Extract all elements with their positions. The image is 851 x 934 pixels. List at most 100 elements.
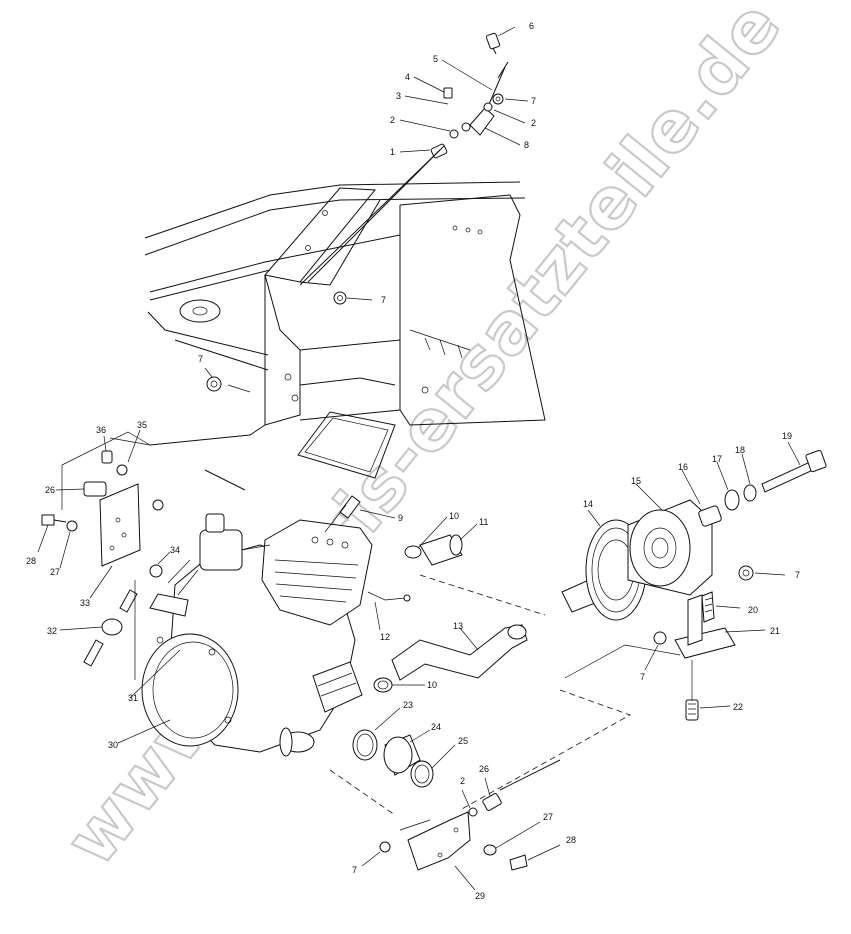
callout-12: 12 bbox=[380, 632, 390, 642]
callout-26: 26 bbox=[45, 485, 55, 495]
watermark: www.polaris-ersatzteile.de bbox=[48, 0, 798, 882]
callout-29: 29 bbox=[475, 891, 485, 901]
duct-13 bbox=[391, 624, 528, 681]
nut-7-left bbox=[206, 376, 222, 392]
nut-35 bbox=[152, 499, 164, 511]
callout-16: 16 bbox=[678, 462, 688, 472]
clutch-assembly bbox=[561, 441, 827, 621]
spacer-16 bbox=[698, 505, 722, 527]
wire-12 bbox=[367, 591, 406, 601]
bracket-29 bbox=[407, 811, 471, 871]
callout-7: 7 bbox=[352, 865, 357, 875]
rubber-20 bbox=[701, 591, 715, 623]
callout-5: 5 bbox=[433, 54, 438, 64]
clamp-10-upper bbox=[404, 545, 422, 559]
callout-7: 7 bbox=[640, 672, 645, 682]
nut-7-frame bbox=[333, 291, 347, 305]
callout-22: 22 bbox=[733, 702, 743, 712]
callout-15: 15 bbox=[631, 476, 641, 486]
callout-3: 3 bbox=[396, 91, 401, 101]
recoil-starter-30 bbox=[141, 633, 239, 747]
watermark-text: www.polaris-ersatzteile.de bbox=[49, 0, 796, 881]
screw-28-lower bbox=[509, 854, 528, 871]
callout-labels: 6 5 4 3 2 1 7 2 8 7 7 36 35 26 28 27 33 … bbox=[26, 21, 800, 901]
callout-7: 7 bbox=[198, 354, 203, 364]
callout-7: 7 bbox=[795, 570, 800, 580]
carburetor bbox=[199, 529, 243, 571]
callout-11: 11 bbox=[479, 517, 488, 527]
callout-25: 25 bbox=[458, 736, 468, 746]
washer-18 bbox=[743, 484, 757, 502]
frame-hole bbox=[179, 299, 221, 323]
callout-32: 32 bbox=[47, 626, 57, 636]
bolt-4 bbox=[443, 87, 453, 99]
callout-9: 9 bbox=[398, 513, 403, 523]
callout-27: 27 bbox=[543, 812, 553, 822]
nut-34 bbox=[149, 564, 163, 578]
callout-4: 4 bbox=[405, 72, 410, 82]
lower-bracket-assembly bbox=[361, 759, 561, 891]
callout-33: 33 bbox=[80, 598, 90, 608]
callout-28: 28 bbox=[566, 835, 576, 845]
spacer-26-left bbox=[83, 481, 107, 497]
hose-32-upper bbox=[119, 589, 138, 613]
left-bracket-assembly bbox=[37, 429, 171, 680]
bolt-22 bbox=[685, 699, 699, 721]
callout-28: 28 bbox=[26, 556, 36, 566]
hose-32-lower bbox=[83, 639, 104, 667]
cylinder-head bbox=[261, 519, 373, 626]
bolt-28-left bbox=[41, 514, 55, 526]
cable-end-6 bbox=[485, 32, 501, 50]
callout-26: 26 bbox=[479, 764, 489, 774]
callout-18: 18 bbox=[735, 445, 745, 455]
mount-21 bbox=[674, 627, 736, 659]
callout-23: 23 bbox=[403, 700, 413, 710]
clamp-25 bbox=[410, 760, 434, 788]
bolt-19 bbox=[761, 461, 814, 493]
callout-10: 10 bbox=[449, 511, 459, 521]
spacer-26-lower bbox=[482, 793, 502, 811]
fitting-32 bbox=[101, 618, 123, 636]
callout-2: 2 bbox=[531, 118, 536, 128]
callout-2: 2 bbox=[460, 776, 465, 786]
mount-plate-33 bbox=[99, 483, 141, 567]
callout-6: 6 bbox=[529, 21, 534, 31]
callout-7: 7 bbox=[381, 295, 386, 305]
callout-19: 19 bbox=[782, 431, 792, 441]
bracket-8 bbox=[469, 107, 495, 136]
callout-13: 13 bbox=[453, 621, 463, 631]
callout-24: 24 bbox=[431, 722, 441, 732]
callout-36: 36 bbox=[96, 425, 106, 435]
callout-2: 2 bbox=[390, 115, 395, 125]
ignition-coil bbox=[312, 661, 363, 713]
callout-8: 8 bbox=[524, 140, 529, 150]
washer-17 bbox=[724, 489, 740, 511]
cable-assembly-top bbox=[204, 26, 529, 393]
washer-27-lower bbox=[483, 844, 497, 856]
spark-plug-9 bbox=[339, 495, 361, 519]
callout-31: 31 bbox=[128, 693, 138, 703]
callout-1: 1 bbox=[390, 147, 395, 157]
nut-7-mount bbox=[653, 631, 667, 645]
carb-cap bbox=[205, 513, 225, 533]
clamp-10-lower bbox=[373, 677, 393, 693]
clamp-23 bbox=[352, 729, 378, 761]
callout-21: 21 bbox=[770, 626, 780, 636]
chassis-frame bbox=[144, 181, 546, 491]
callout-20: 20 bbox=[748, 605, 758, 615]
callout-35: 35 bbox=[137, 420, 147, 430]
starter-handle bbox=[149, 593, 189, 617]
callout-14: 14 bbox=[583, 499, 593, 509]
callout-17: 17 bbox=[712, 454, 722, 464]
nut-7-right bbox=[738, 565, 754, 581]
callout-30: 30 bbox=[108, 740, 118, 750]
engine-assembly bbox=[117, 495, 681, 816]
nut-7-lower bbox=[379, 841, 391, 853]
right-mount-assembly bbox=[644, 565, 786, 721]
callout-10: 10 bbox=[427, 680, 437, 690]
callout-7: 7 bbox=[531, 96, 536, 106]
callout-27: 27 bbox=[50, 567, 60, 577]
callout-34: 34 bbox=[170, 545, 180, 555]
bolt-36 bbox=[101, 450, 113, 464]
